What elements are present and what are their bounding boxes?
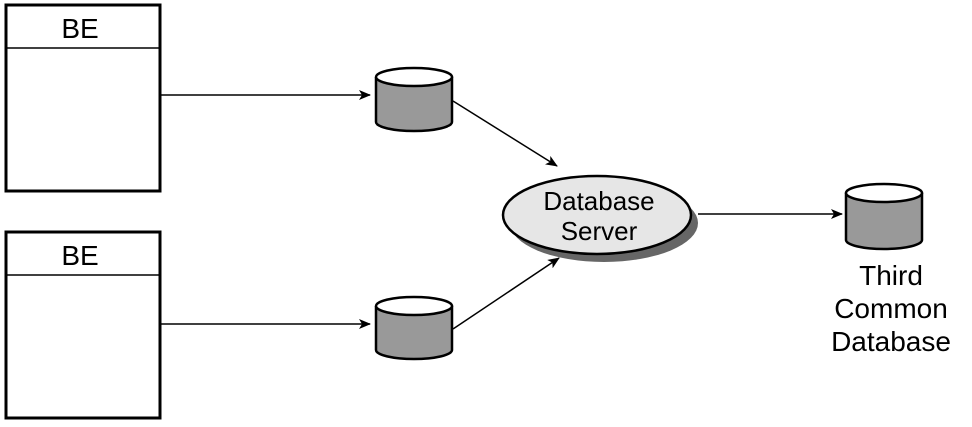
be-top-label: BE [61, 13, 98, 44]
database-cylinder-top [374, 66, 454, 133]
database-cylinder-bottom [374, 295, 454, 361]
arrow-db-bottom-to-server [452, 257, 560, 330]
third-db-label-line3: Database [831, 326, 951, 357]
database-server-node: Database Server [501, 174, 698, 262]
third-database-label: Third Common Database [831, 260, 951, 357]
third-db-label-line1: Third [859, 260, 923, 291]
database-server-label-line1: Database [543, 186, 654, 216]
be-box-top: BE [4, 3, 162, 193]
third-database-cylinder [844, 182, 924, 251]
database-server-label-line2: Server [561, 216, 638, 246]
third-db-label-line2: Common [834, 293, 948, 324]
be-box-bottom: BE [4, 230, 162, 420]
arrow-db-top-to-server [452, 100, 558, 167]
be-bottom-label: BE [61, 240, 98, 271]
